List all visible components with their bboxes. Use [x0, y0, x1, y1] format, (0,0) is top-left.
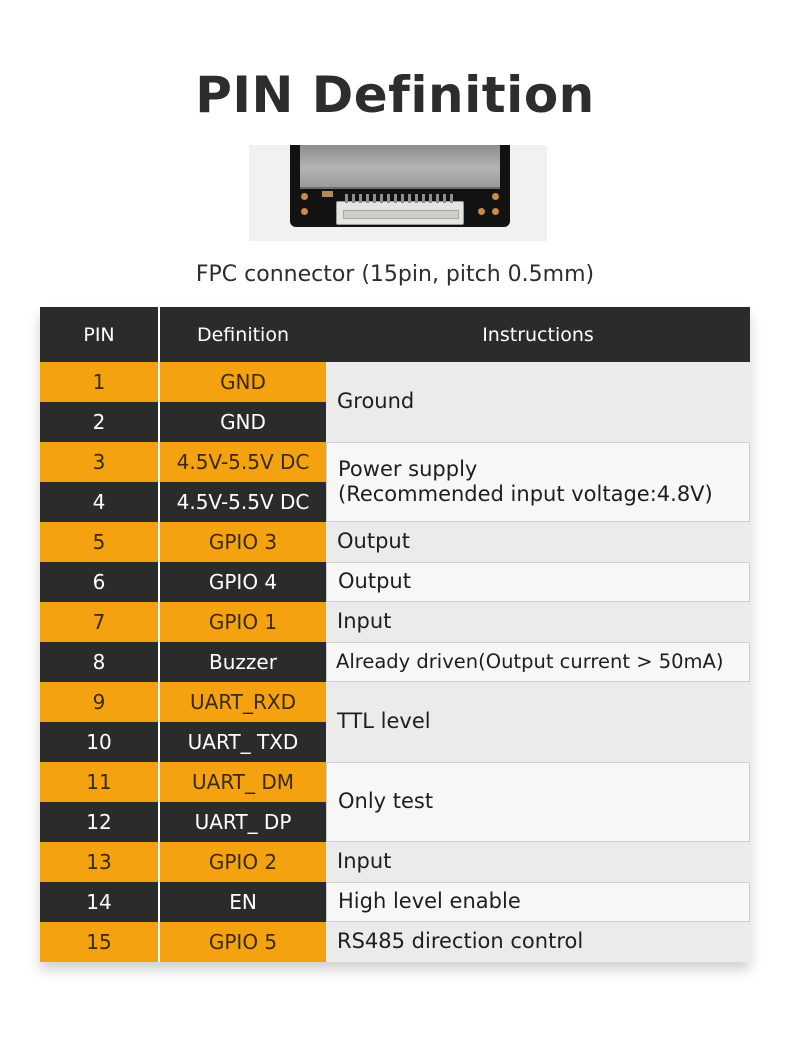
module-photo: [249, 145, 547, 241]
definition-cell: Buzzer: [160, 642, 326, 682]
instruction-text: TTL level: [337, 709, 431, 734]
solder-pad: [301, 208, 308, 215]
column-divider: [158, 307, 160, 962]
connector-slot: [343, 210, 459, 219]
instruction-cell: High level enable: [326, 882, 750, 922]
shield-can: [300, 145, 500, 189]
instruction-text: High level enable: [338, 889, 521, 914]
instruction-cell: Already driven(Output current > 50mA): [326, 642, 750, 682]
pin-cell: 11: [40, 762, 158, 802]
pin-table: PIN Definition Instructions 1 GND 2 GND …: [40, 307, 750, 962]
definition-cell: UART_RXD: [160, 682, 326, 722]
definition-cell: 4.5V-5.5V DC: [160, 442, 326, 482]
instruction-cell: Input: [326, 842, 750, 882]
solder-pad: [301, 193, 308, 200]
instruction-text: Power supply: [338, 456, 478, 481]
pin-cell: 13: [40, 842, 158, 882]
instruction-text: Input: [337, 609, 392, 634]
pin-cell: 8: [40, 642, 158, 682]
definition-cell: 4.5V-5.5V DC: [160, 482, 326, 522]
definition-cell: EN: [160, 882, 326, 922]
solder-pad: [478, 208, 485, 215]
definition-cell: GPIO 4: [160, 562, 326, 602]
instruction-cell: Only test: [326, 762, 750, 842]
solder-pad: [492, 208, 499, 215]
pin-cell: 6: [40, 562, 158, 602]
instruction-cell: Ground: [326, 362, 750, 442]
page-title: PIN Definition: [195, 66, 595, 124]
definition-cell: GPIO 2: [160, 842, 326, 882]
pin-cell: 9: [40, 682, 158, 722]
instruction-cell: TTL level: [326, 682, 750, 762]
definition-cell: GPIO 5: [160, 922, 326, 962]
instruction-text: RS485 direction control: [337, 929, 584, 954]
pin-cell: 5: [40, 522, 158, 562]
pin-cell: 14: [40, 882, 158, 922]
pin-cell: 10: [40, 722, 158, 762]
header-pin: PIN: [40, 307, 158, 362]
pin-cell: 12: [40, 802, 158, 842]
definition-cell: GPIO 1: [160, 602, 326, 642]
definition-cell: UART_ TXD: [160, 722, 326, 762]
definition-cell: GND: [160, 362, 326, 402]
pin-cell: 4: [40, 482, 158, 522]
capacitor: [322, 191, 333, 197]
definition-cell: UART_ DM: [160, 762, 326, 802]
definition-cell: GPIO 3: [160, 522, 326, 562]
pcb-board: [290, 145, 510, 227]
solder-pad: [492, 193, 499, 200]
instruction-cell: RS485 direction control: [326, 922, 750, 962]
instruction-text: Only test: [338, 789, 434, 814]
instruction-text: Output: [338, 569, 411, 594]
instruction-text: Input: [337, 849, 392, 874]
definition-cell: GND: [160, 402, 326, 442]
header-instructions: Instructions: [326, 307, 750, 362]
pin-cell: 1: [40, 362, 158, 402]
pin-cell: 3: [40, 442, 158, 482]
instruction-cell: Input: [326, 602, 750, 642]
connector-pins: [345, 194, 453, 203]
definition-cell: UART_ DP: [160, 802, 326, 842]
pin-cell: 15: [40, 922, 158, 962]
pin-cell: 7: [40, 602, 158, 642]
pin-cell: 2: [40, 402, 158, 442]
instruction-cell: Output: [326, 522, 750, 562]
instruction-text: Ground: [337, 389, 415, 414]
instruction-text: Already driven(Output current > 50mA): [336, 650, 724, 674]
instruction-text: (Recommended input voltage:4.8V): [338, 482, 713, 506]
instruction-cell: Output: [326, 562, 750, 602]
header-definition: Definition: [160, 307, 326, 362]
instruction-cell: Power supply (Recommended input voltage:…: [326, 442, 750, 522]
fpc-connector: [336, 194, 464, 225]
instruction-text: Output: [337, 529, 410, 554]
subtitle: FPC connector (15pin, pitch 0.5mm): [195, 262, 595, 287]
